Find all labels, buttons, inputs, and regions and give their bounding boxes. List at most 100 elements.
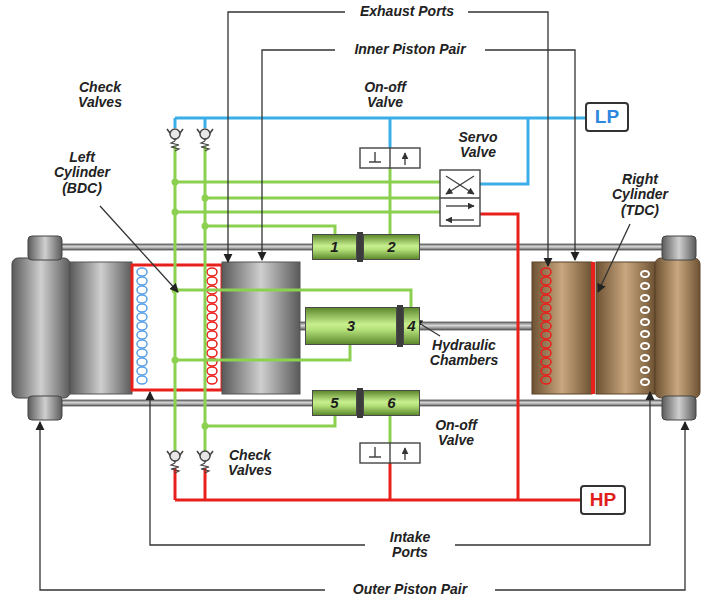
- hydraulic-chamber: 4: [403, 307, 420, 345]
- check-valve-symbol: [197, 451, 213, 473]
- hydraulic-chamber: 1: [312, 234, 357, 260]
- junction-dot: [202, 423, 209, 430]
- part-label: On-off Valve: [425, 418, 487, 449]
- servo-valve-symbol: [440, 197, 480, 198]
- hydraulic-line: [205, 226, 335, 234]
- left-cylinder: [207, 349, 217, 357]
- inner-piston-pair: [532, 262, 592, 394]
- leader-line: [228, 12, 345, 262]
- junction-dot: [202, 195, 209, 202]
- low-pressure-line: [175, 117, 585, 120]
- leader-line: [262, 50, 335, 260]
- hydraulic-chamber: 5: [312, 390, 357, 416]
- leader-line: [485, 50, 575, 260]
- outer-piston-pair: [12, 258, 70, 398]
- check-valve-symbol: [167, 129, 183, 151]
- hydraulic-line: [389, 416, 392, 443]
- white-coils: [641, 319, 649, 325]
- hydraulic-line: [174, 146, 177, 452]
- left-cylinder: [137, 349, 147, 357]
- callout-number: 6: [387, 395, 395, 412]
- part-label: Left Cylinder (BDC): [41, 150, 123, 196]
- left-cylinder: [137, 358, 147, 366]
- part-label: Hydraulic Chambers: [422, 338, 506, 369]
- white-coils: [641, 271, 649, 277]
- inner-piston-pair: [541, 295, 551, 303]
- white-coils: [641, 295, 649, 301]
- hydraulic-line: [205, 416, 335, 426]
- white-coils: [641, 271, 649, 385]
- part-label: Exhaust Ports: [337, 4, 477, 19]
- outer-piston-pair: [662, 396, 696, 420]
- left-cylinder: [137, 268, 147, 384]
- leader-line: [40, 422, 325, 590]
- inner-piston-pair: [541, 349, 551, 357]
- inner-piston-pair: [222, 262, 300, 394]
- on-off-valve-symbol: [404, 153, 405, 165]
- inner-piston-pair: [541, 304, 551, 312]
- high-pressure-line: [389, 463, 392, 500]
- node-label: LP: [595, 107, 619, 128]
- left-cylinder: [137, 313, 147, 321]
- left-cylinder: [137, 295, 147, 303]
- part-label: Servo Valve: [449, 130, 507, 161]
- leader-line: [495, 422, 685, 590]
- hydraulic-line: [389, 168, 392, 234]
- inner-piston-pair: [541, 358, 551, 366]
- junction-dot: [172, 179, 209, 430]
- hydraulic-line: [175, 345, 350, 360]
- outer-piston-pair: [70, 262, 132, 394]
- leader-line: [598, 224, 630, 292]
- junction-dot: [172, 179, 179, 186]
- inner-piston-pair: [541, 313, 551, 321]
- callout-number: 4: [407, 318, 415, 335]
- left-cylinder: [207, 304, 217, 312]
- left-cylinder: [137, 340, 147, 348]
- leader-line: [455, 392, 650, 545]
- outer-piston-pair: [12, 236, 700, 420]
- servo-valve-symbol: [446, 219, 474, 220]
- servo-valve-symbol: [446, 176, 474, 194]
- part-label: Intake Ports: [373, 530, 447, 561]
- inner-piston-pair: [541, 376, 551, 384]
- callout-number: 3: [347, 318, 355, 335]
- callout-number: 2: [387, 239, 395, 256]
- left-cylinder: [207, 367, 217, 375]
- low-pressure-line: [389, 118, 392, 148]
- junction-dot: [172, 287, 179, 294]
- on-off-valve-symbol: [404, 448, 405, 460]
- part-label: Outer Piston Pair: [325, 582, 495, 597]
- outer-piston-pair: [28, 396, 62, 420]
- white-coils: [641, 367, 649, 373]
- left-cylinder: [207, 376, 217, 384]
- left-cylinder: [137, 286, 147, 294]
- hydraulic-line: [204, 146, 207, 452]
- left-cylinder: [137, 304, 147, 312]
- on-off-valve-symbol: [369, 152, 381, 162]
- left-cylinder: [207, 331, 217, 339]
- outer-piston-pair: [596, 262, 655, 394]
- inner-piston-pair: [541, 322, 551, 330]
- low-pressure-line: [174, 118, 177, 128]
- left-cylinder: [132, 265, 222, 390]
- part-label: Right Cylinder (TDC): [599, 172, 681, 218]
- outer-piston-pair: [28, 236, 62, 260]
- white-coils: [641, 307, 649, 313]
- servo-valve-symbol: [440, 170, 480, 226]
- inner-piston-pair: [541, 286, 551, 294]
- white-coils: [641, 379, 649, 385]
- hydraulic-line: [205, 197, 440, 200]
- part-label: On-off Valve: [354, 80, 416, 111]
- part-label: Check Valves: [219, 448, 281, 479]
- left-cylinder: [137, 277, 147, 285]
- on-off-valve-symbol: [389, 148, 390, 168]
- callout-number: 5: [330, 395, 338, 412]
- check-valve-symbol: [167, 129, 213, 473]
- inner-piston-pair: [541, 367, 551, 375]
- junction-dot: [172, 357, 179, 364]
- hydraulic-line: [175, 181, 440, 184]
- hydraulic-chamber: 2: [363, 234, 420, 260]
- inner-piston-pair: [222, 262, 595, 394]
- white-coils: [641, 283, 649, 289]
- inner-piston-pair: [541, 340, 551, 348]
